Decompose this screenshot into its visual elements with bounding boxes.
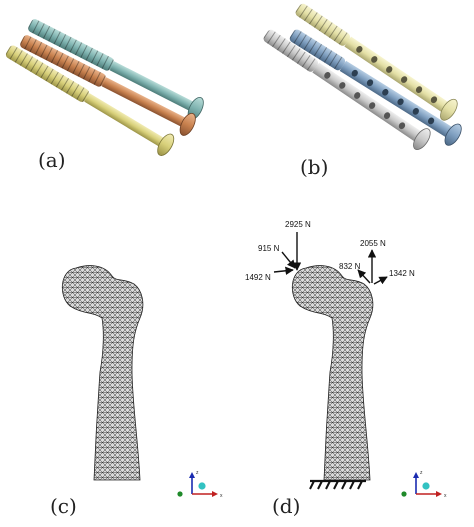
axis-triad-d: z x (401, 470, 447, 499)
panel-label-c: (c) (50, 494, 77, 518)
force-arrow-915 (281, 251, 296, 269)
axis-x-label-d: x (444, 493, 447, 499)
panel-c-femur-mesh: z x (c) (50, 265, 223, 518)
screw-yellow (5, 45, 175, 156)
axis-z-label-d: z (420, 470, 423, 476)
axis-z-label-c: z (196, 470, 199, 476)
axis-triad-c: z x (177, 470, 223, 499)
force-arrows-trochanter (357, 249, 388, 285)
panel-label-b: (b) (300, 155, 328, 179)
hollow-screw-gray (263, 29, 431, 151)
force-label-832: 832 N (339, 262, 361, 271)
panel-d-femur-loads: 2925 N 915 N 1492 N 2055 N 832 N 1342 N … (245, 220, 447, 518)
fixed-support (309, 479, 366, 490)
force-arrow-1342 (373, 276, 388, 285)
panel-label-d: (d) (272, 494, 300, 518)
panel-a-solid-screws: (a) (5, 19, 204, 172)
force-arrows-head (273, 232, 302, 275)
femur-mesh-d (292, 265, 374, 481)
force-label-915: 915 N (258, 244, 280, 253)
screw-orange (20, 35, 196, 136)
force-label-2055: 2055 N (360, 239, 386, 248)
force-label-2925: 2925 N (285, 220, 311, 229)
force-arrow-832 (357, 269, 371, 284)
force-label-1342: 1342 N (389, 269, 415, 278)
panel-b-hollow-screws: (b) (263, 3, 462, 179)
force-arrow-1492 (273, 266, 294, 275)
hollow-screw-blue (289, 29, 462, 146)
force-label-1492: 1492 N (245, 273, 271, 282)
panel-label-a: (a) (38, 148, 66, 172)
femur-mesh-c (62, 265, 144, 481)
screw-teal (28, 19, 204, 120)
hollow-screw-yellow (295, 3, 458, 121)
axis-x-label-c: x (220, 493, 223, 499)
